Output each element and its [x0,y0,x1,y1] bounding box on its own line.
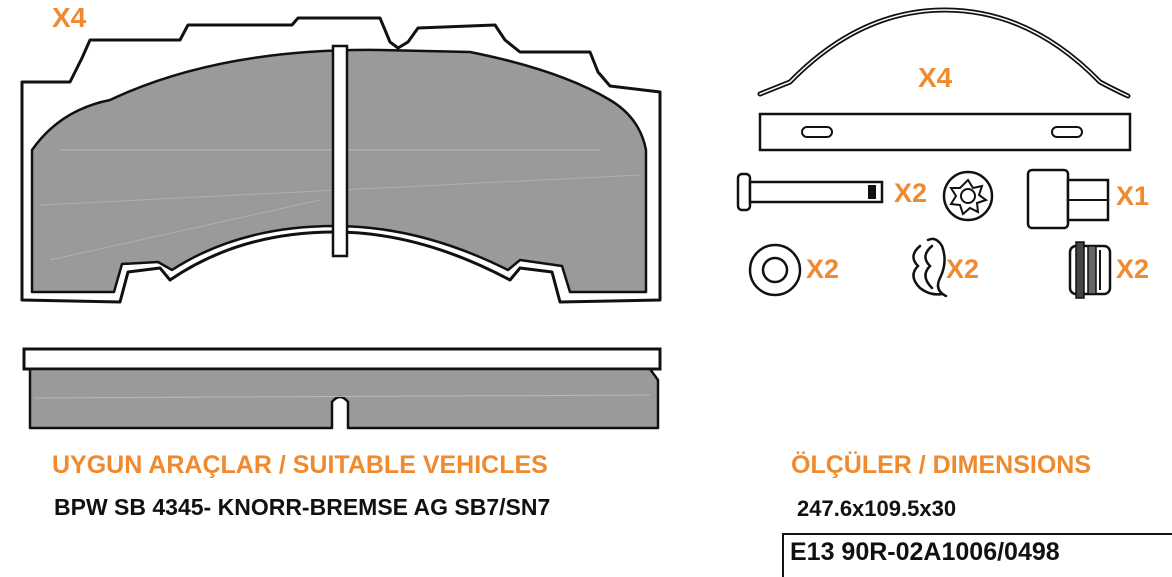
wear-sensor-icon [1026,168,1110,230]
pin-icon [736,172,884,212]
approval-box [782,533,1172,577]
pad-center-groove [331,44,349,258]
gear-nut-icon [942,170,994,222]
side-backing-plate [22,347,662,371]
washer-icon [748,243,802,297]
side-friction-material [28,367,660,430]
brake-pad-side-view [22,347,662,430]
quantity-pins: X2 [894,178,928,208]
dimensions-value: 247.6x109.5x30 [797,496,957,521]
quantity-washers: X2 [806,254,840,284]
suitable-vehicles-value: BPW SB 4345- KNORR-BREMSE AG SB7/SN7 [54,494,551,520]
quantity-wear-sensor: X1 [1116,181,1150,211]
quantity-brake-pads: X4 [52,2,87,33]
retaining-bar [758,112,1132,152]
quantity-clips: X2 [946,254,980,284]
spring-clip-icon [912,237,948,298]
quantity-bushings: X2 [1116,254,1150,284]
quantity-springs: X4 [918,62,953,93]
dimensions-heading: ÖLÇÜLER / DIMENSIONS [791,451,1092,479]
approval-number: E13 90R-02A1006/0498 [790,538,1060,566]
suitable-vehicles-heading: UYGUN ARAÇLAR / SUITABLE VEHICLES [52,451,548,479]
brake-pad-front-view [20,16,662,304]
bushing-icon [1068,241,1112,299]
